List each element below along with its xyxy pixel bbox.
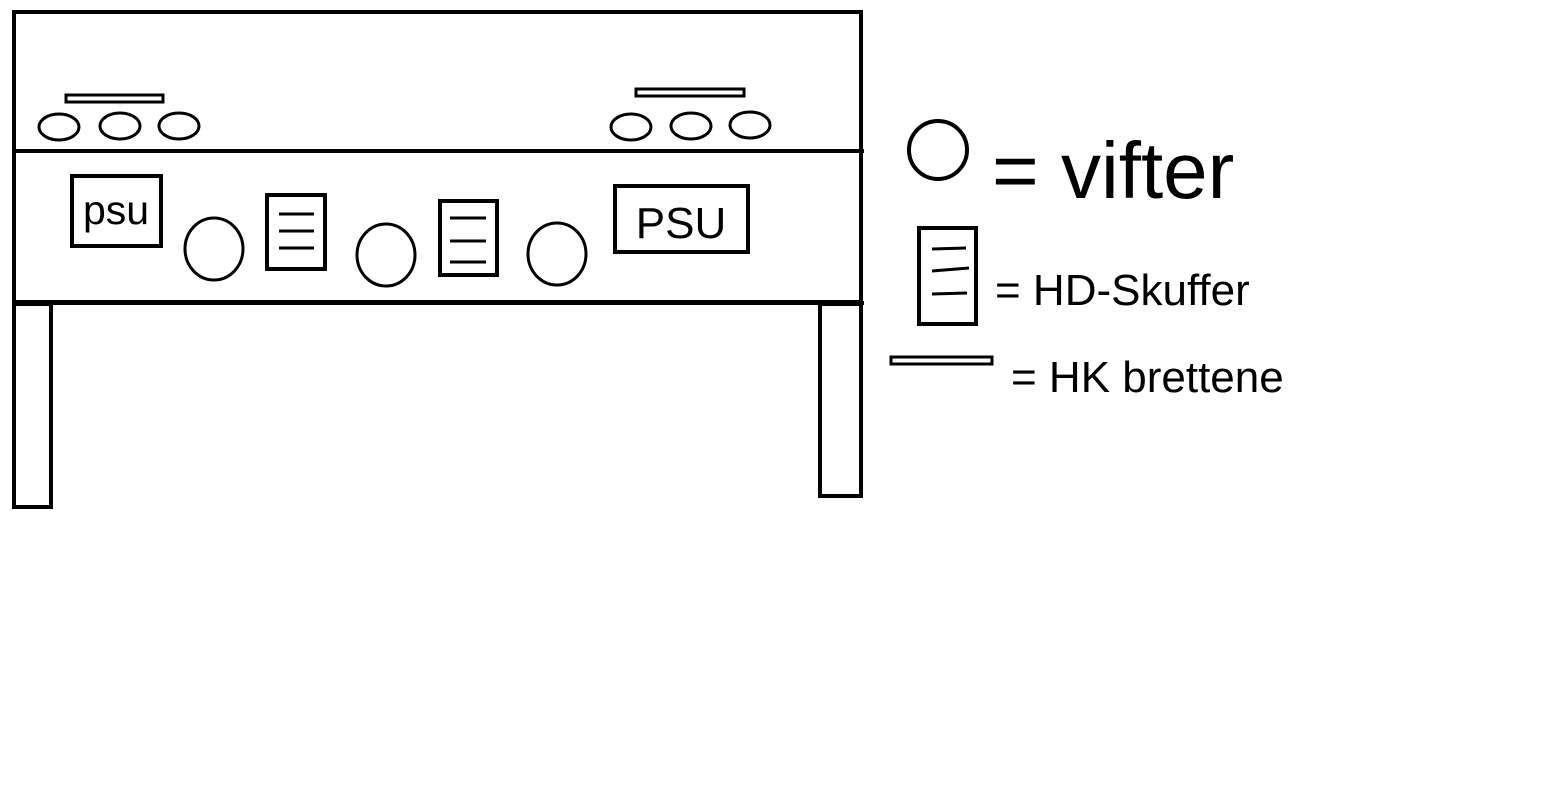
psu-left-label: psu <box>83 187 149 233</box>
fan-icon <box>183 216 245 282</box>
fan-icon <box>355 222 417 288</box>
fan-icon <box>37 112 81 142</box>
hd-drawer-line <box>931 291 968 296</box>
hd-drawer-line <box>931 266 970 273</box>
legend-board-label: = HK brettene <box>1011 353 1284 402</box>
psu-right-box <box>613 184 750 254</box>
right-leg <box>818 302 863 498</box>
legend-fan-icon <box>907 119 969 181</box>
fan-icon <box>609 112 653 142</box>
hd-drawer-icon <box>438 199 499 277</box>
rack-frame <box>12 10 863 304</box>
board-icon <box>634 87 746 98</box>
legend-board-icon <box>889 355 994 366</box>
fan-icon <box>98 111 142 141</box>
legend-hd-drawer-icon <box>917 226 978 326</box>
legend-fan-label: = vifter <box>992 126 1234 215</box>
psu-left-box <box>70 174 163 248</box>
hd-drawer-line <box>931 246 967 251</box>
legend-hd-label: = HD-Skuffer <box>995 266 1250 315</box>
fan-icon <box>669 111 713 141</box>
fan-icon <box>728 110 772 140</box>
board-icon <box>64 93 165 104</box>
left-leg <box>12 302 53 509</box>
fan-icon <box>526 221 588 287</box>
psu-right-label: PSU <box>636 199 726 248</box>
fan-icon <box>157 111 201 141</box>
hd-drawer-icon <box>265 193 327 271</box>
